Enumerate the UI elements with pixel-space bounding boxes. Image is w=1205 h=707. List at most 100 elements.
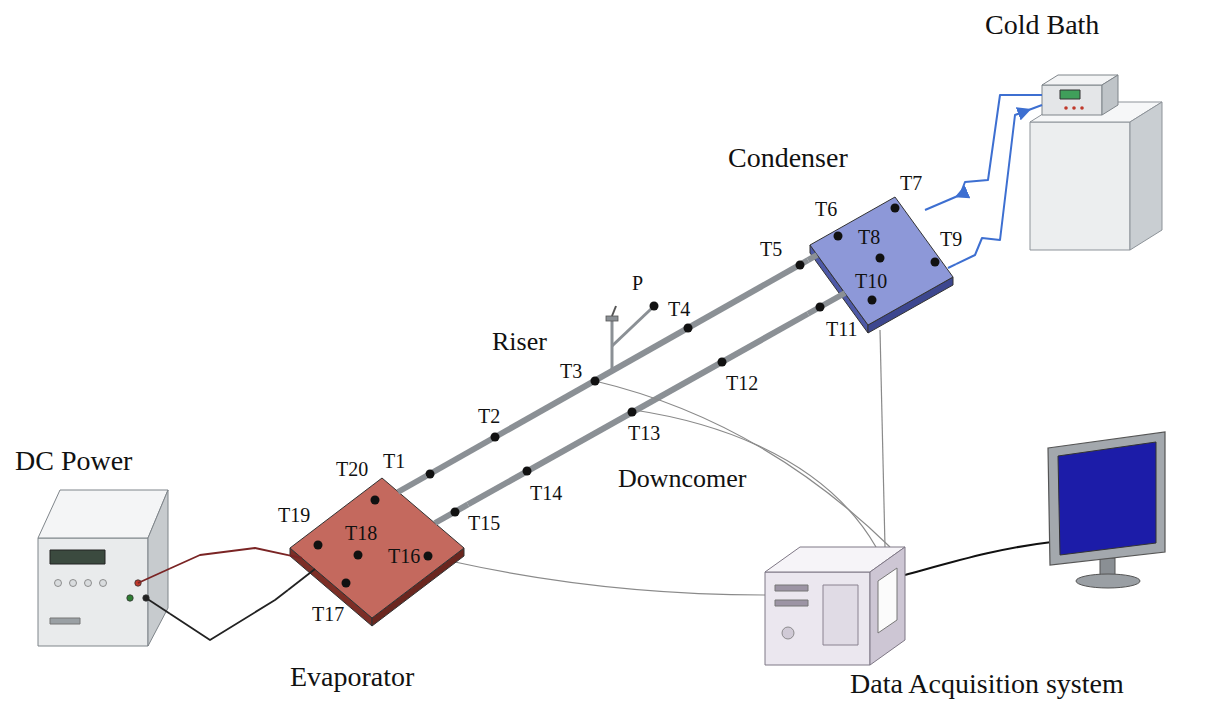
equipment-label: Data Acquisition system xyxy=(850,669,1124,699)
sensor-label: T15 xyxy=(468,512,500,534)
daq-housing xyxy=(870,547,905,665)
sensor-label: T14 xyxy=(530,482,562,504)
power-knob xyxy=(70,580,77,587)
power-slot xyxy=(50,618,80,624)
daq-slot xyxy=(775,600,808,606)
daq-housing xyxy=(765,572,870,665)
thermocouple-wire xyxy=(595,381,890,547)
connector-stub xyxy=(138,569,170,583)
valve-handle xyxy=(612,306,616,316)
device-drawing xyxy=(763,545,908,667)
bath-cabinet xyxy=(1030,122,1130,250)
bath-button xyxy=(1064,106,1068,110)
connector-stub xyxy=(925,197,956,210)
bath-display xyxy=(1060,90,1080,99)
sensor-label: T10 xyxy=(855,270,887,292)
device-shape xyxy=(765,547,905,665)
power-housing xyxy=(148,490,168,646)
monitor xyxy=(905,432,1165,588)
thermocouple-dot xyxy=(342,579,351,588)
sensor-label: T18 xyxy=(345,522,377,544)
sensor-label: T3 xyxy=(560,360,582,382)
device-shape xyxy=(810,197,953,333)
thermocouple-dot xyxy=(491,433,500,442)
daq-card xyxy=(878,568,897,633)
sensor-label: T7 xyxy=(900,172,922,194)
connector-stub xyxy=(288,555,302,558)
daq-button xyxy=(782,627,794,639)
riser-pipe xyxy=(426,260,808,476)
sensor-label: T5 xyxy=(760,238,782,260)
sensor-label: T12 xyxy=(726,372,758,394)
monitor-frame xyxy=(1048,432,1165,565)
pipe-thermocouples xyxy=(426,261,805,479)
bath-button xyxy=(1080,106,1084,110)
connector-stub xyxy=(435,504,468,523)
power-knob xyxy=(100,580,107,587)
sensor-label: T13 xyxy=(628,422,660,444)
thermocouple-wire xyxy=(880,330,885,547)
thermocouple-dot xyxy=(523,467,532,476)
equipment-label: DC Power xyxy=(15,446,132,476)
pressure-tap xyxy=(606,302,659,372)
sensor-label: T9 xyxy=(940,228,962,250)
cold-bath: Cold Bath xyxy=(1030,50,1164,250)
pipe-label: Riser xyxy=(492,328,547,357)
thermocouple-dot xyxy=(684,324,693,333)
connector-stub xyxy=(288,569,315,590)
bath-button xyxy=(1072,106,1076,110)
sensor-label: T1 xyxy=(383,450,405,472)
power-knob xyxy=(55,580,62,587)
thermocouple-dot xyxy=(371,496,380,505)
thermocouple-dot xyxy=(628,408,637,417)
coolant-line xyxy=(956,109,1030,264)
bath-controller xyxy=(1042,85,1102,115)
thermocouple-dot xyxy=(834,232,843,241)
connector-stub xyxy=(146,598,170,614)
plate-face xyxy=(290,478,464,618)
coolant-line xyxy=(956,95,1030,197)
thermocouple-dot xyxy=(868,296,877,305)
tap-pipe xyxy=(612,309,651,346)
thermocouple-dot xyxy=(451,508,460,517)
thermocouple-dot xyxy=(931,258,940,267)
equipment-label: Cold Bath xyxy=(985,10,1099,40)
pressure-point xyxy=(650,302,659,311)
thermocouple-dot xyxy=(816,303,825,312)
dc-power-supply: DC Power xyxy=(38,488,170,648)
thermocouple-dot xyxy=(424,552,433,561)
thermocouple-dot xyxy=(796,261,805,270)
monitor-screen xyxy=(1058,442,1156,555)
connector-stub xyxy=(808,255,817,260)
device-shape xyxy=(290,478,464,626)
monitor-cable xyxy=(905,542,1052,575)
equipment-label: Evaporator xyxy=(290,662,414,692)
device-drawing xyxy=(1030,50,1164,250)
thermocouple-dot xyxy=(718,358,727,367)
bath-controller xyxy=(1102,75,1118,115)
downcomer-pipe xyxy=(468,314,808,505)
sensor-label: T19 xyxy=(278,504,310,526)
sensor-label: T16 xyxy=(388,545,420,567)
power-display xyxy=(50,550,105,564)
sensor-label: T6 xyxy=(815,198,837,220)
power-housing xyxy=(38,538,148,646)
pressure-label: P xyxy=(632,272,643,294)
connector-stub xyxy=(1030,105,1042,109)
thermocouple-dot xyxy=(354,551,363,560)
sensor-label: T11 xyxy=(826,318,857,340)
sensor-label: T2 xyxy=(478,405,500,427)
connector-stub xyxy=(808,293,845,314)
thermocouple-dot xyxy=(591,377,600,386)
connector-stub xyxy=(948,264,956,268)
thermocouple-dot xyxy=(314,541,323,550)
connector-stub xyxy=(398,476,426,492)
thermocouple-dot xyxy=(891,204,900,213)
sensor-label: T17 xyxy=(312,603,344,625)
thermocouple-dot xyxy=(876,254,885,263)
power-housing xyxy=(38,490,168,538)
pipe-label: Downcomer xyxy=(618,465,747,494)
